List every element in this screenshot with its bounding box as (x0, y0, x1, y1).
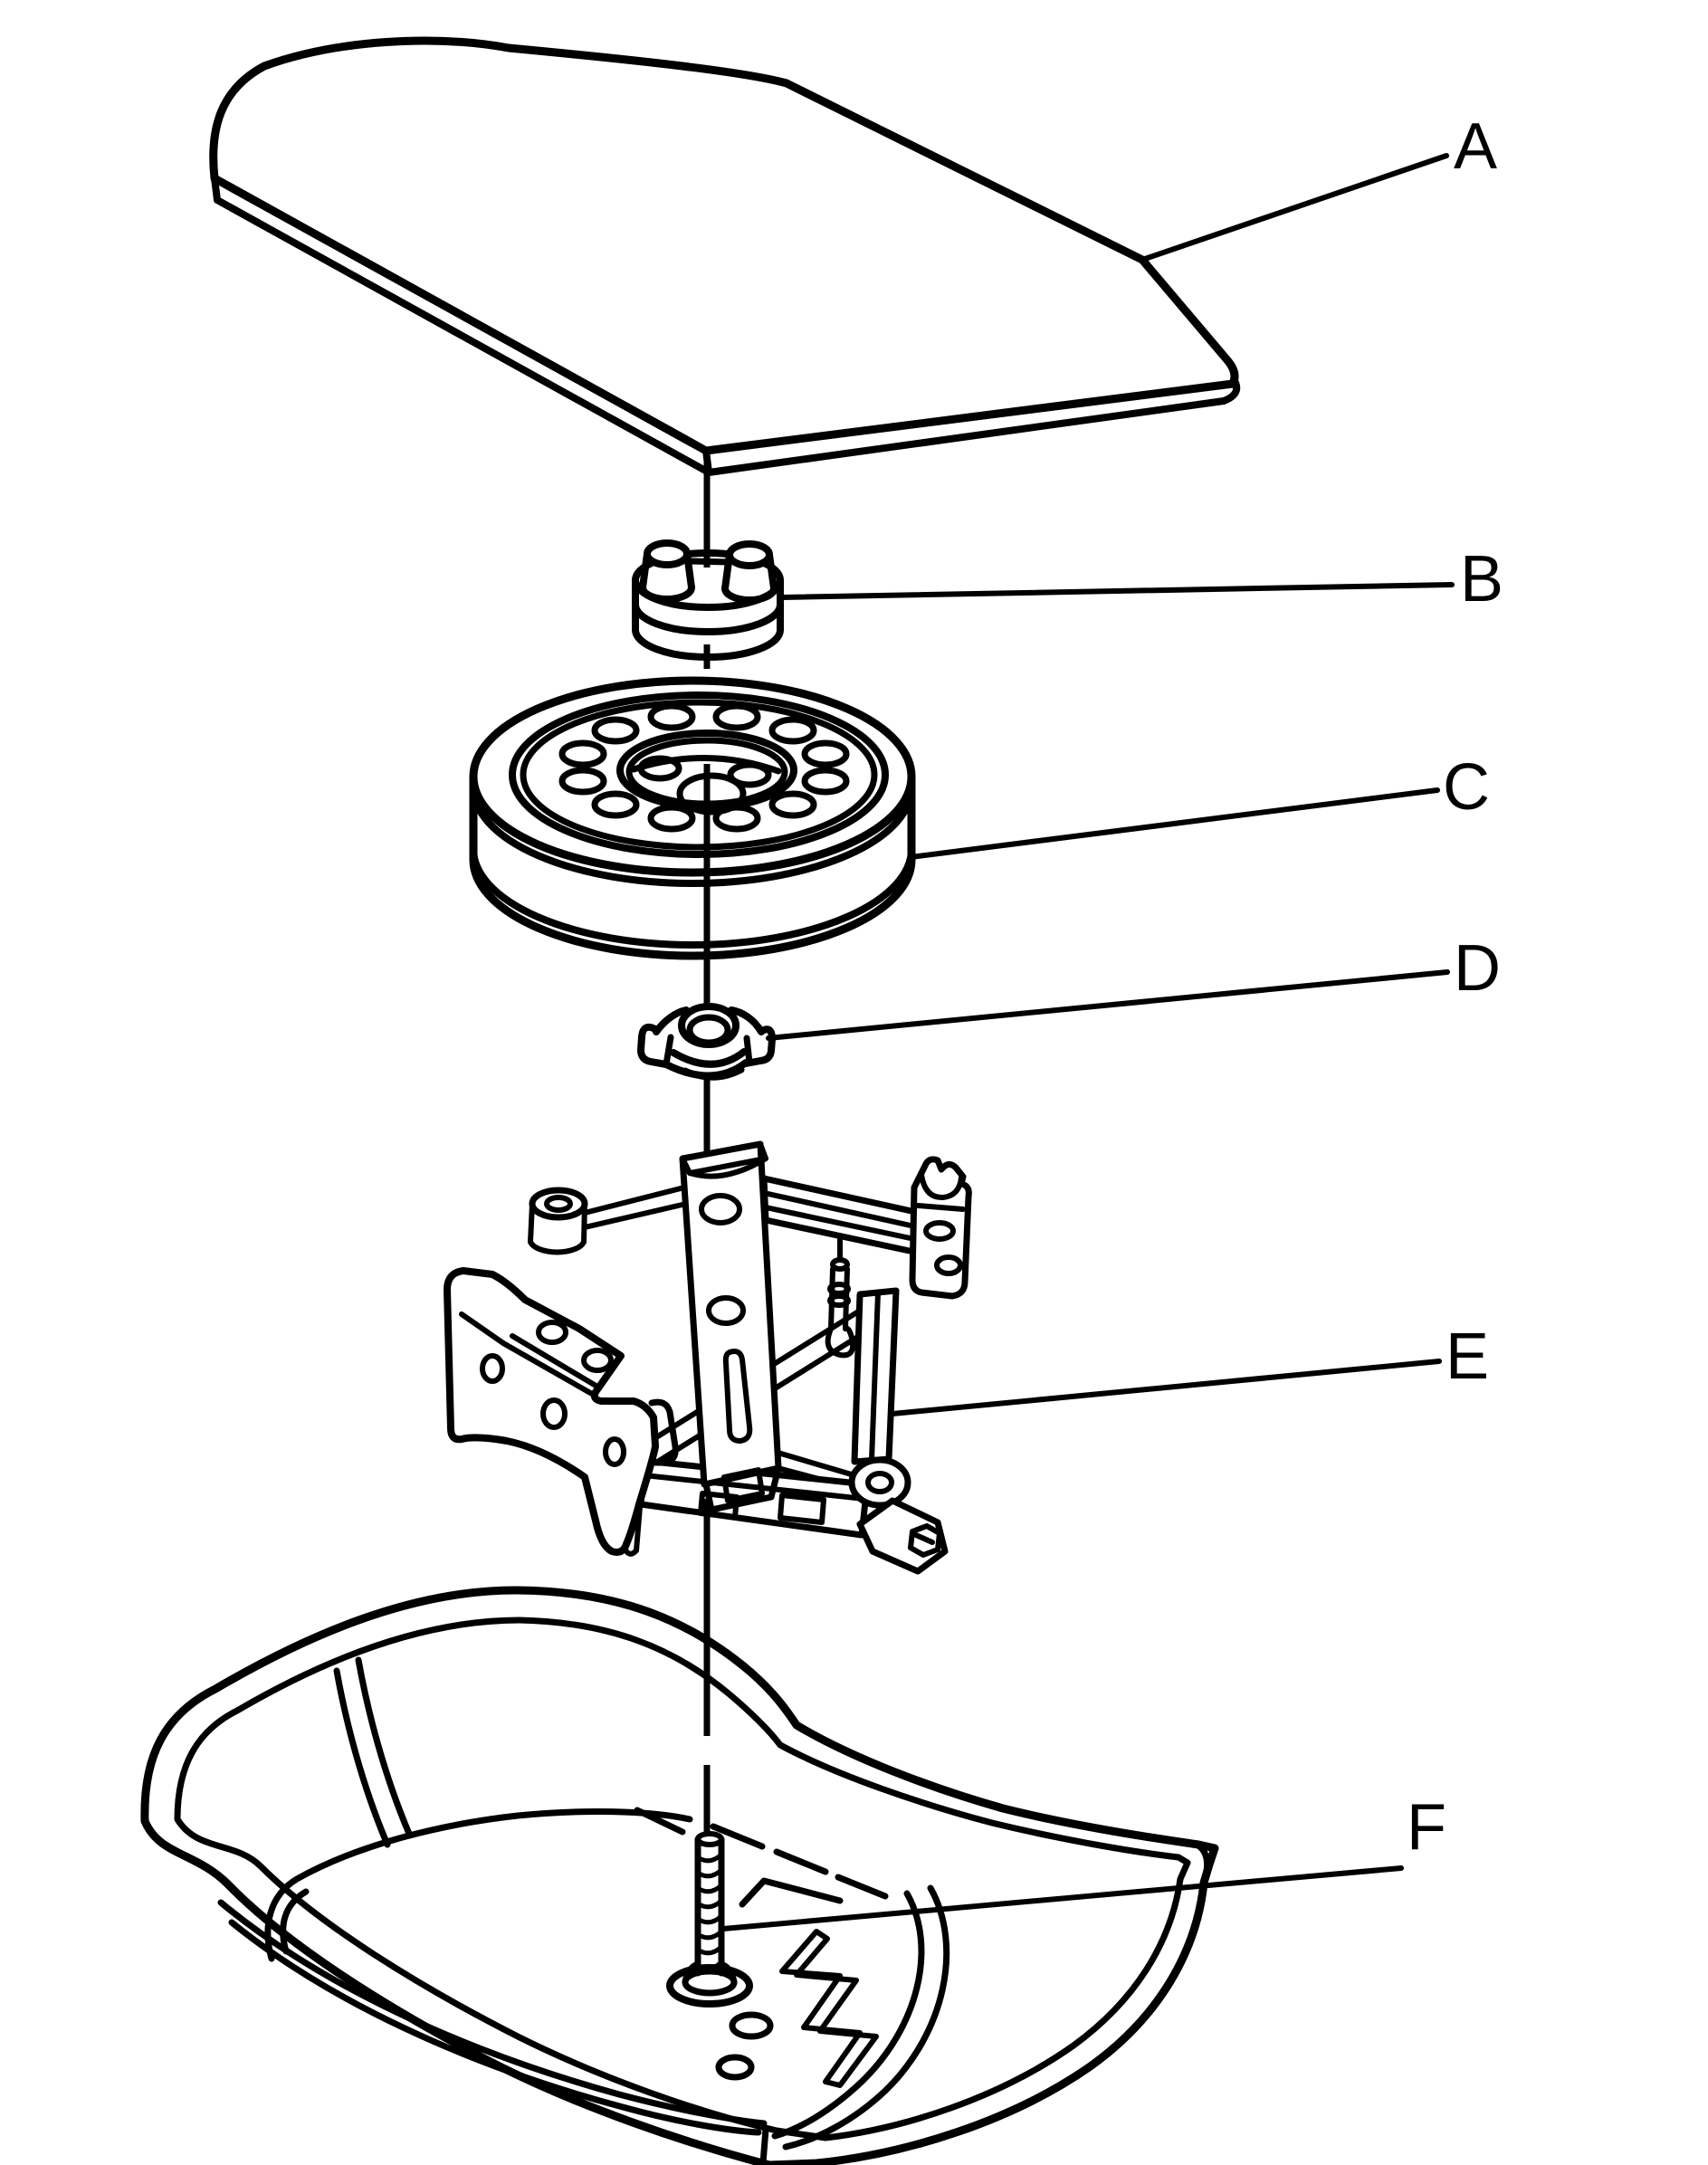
leader-a (1140, 153, 1449, 262)
callout-label-c: C (1443, 751, 1490, 824)
callout-label-a: A (1454, 110, 1497, 183)
callout-label-d: D (1454, 932, 1501, 1005)
spare-wheel-drawing (469, 676, 916, 960)
leader-d (766, 969, 1450, 1041)
jack-assembly-drawing (444, 1140, 972, 1575)
leader-c (908, 787, 1440, 860)
callout-label-b: B (1460, 543, 1503, 615)
callout-label-f: F (1407, 1791, 1446, 1864)
leader-e (890, 1359, 1442, 1416)
anchor-bolt-drawing (666, 1831, 753, 2008)
callout-labels: A B C D E F (1407, 110, 1503, 1864)
callout-label-e: E (1446, 1321, 1489, 1393)
storage-tub-drawing (140, 1586, 1219, 2165)
leader-b (779, 582, 1455, 600)
leader-f (720, 1865, 1404, 1931)
leader-lines (720, 153, 1455, 1931)
